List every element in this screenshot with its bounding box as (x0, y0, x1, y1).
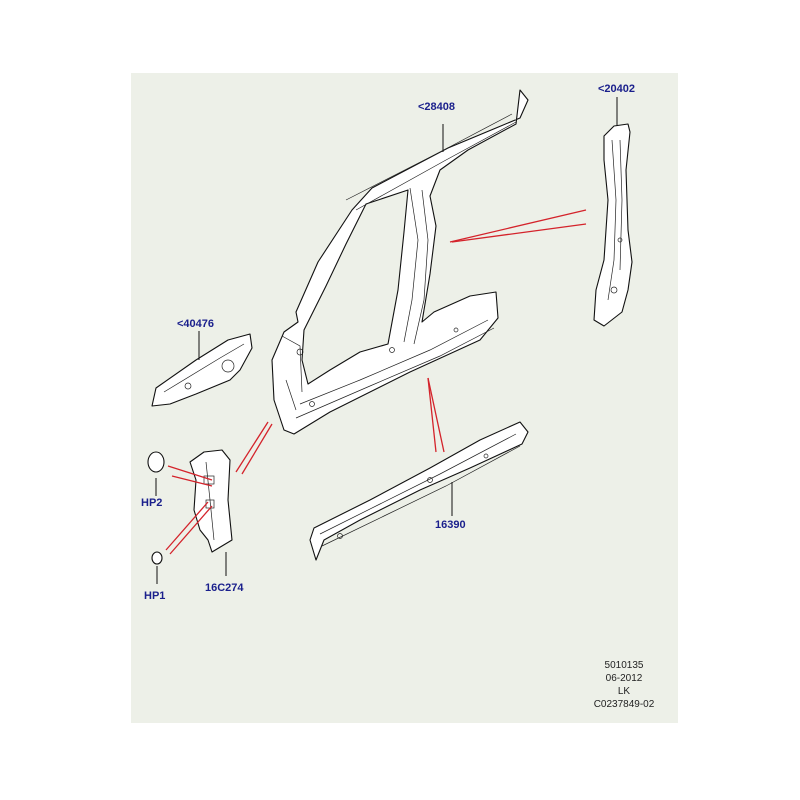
indicator-lines (165, 209, 587, 555)
bracket-40476-detail (163, 343, 245, 393)
callout-20402: <20402 (598, 83, 636, 95)
body-side-detail (281, 113, 517, 419)
hole-plug-hp2 (147, 451, 165, 473)
callout-hp2: HP2 (141, 497, 163, 509)
sill-detail (319, 433, 521, 547)
body-side-panel (271, 89, 529, 435)
bracket-40476 (151, 333, 253, 407)
drawing-stamp: 5010135 06-2012 LK C0237849-02 (584, 659, 664, 711)
b-pillar-inner (593, 123, 633, 327)
callout-16C274: 16C274 (205, 582, 244, 594)
stamp-line-4: C0237849-02 (593, 699, 655, 710)
hole-plug-hp1 (151, 551, 163, 565)
callout-hp1: HP1 (144, 590, 166, 602)
stamp-line-3: LK (617, 686, 631, 697)
b-pillar-detail (607, 139, 623, 301)
a-pillar-reinforcement-16C274 (189, 449, 233, 553)
leader-lines (155, 97, 618, 584)
callout-16390: 16390 (435, 519, 466, 531)
callout-28408: <28408 (418, 101, 456, 113)
callout-40476: <40476 (177, 318, 215, 330)
sill-panel-16390 (309, 421, 529, 561)
stamp-line-2: 06-2012 (605, 673, 643, 684)
stamp-line-1: 5010135 (604, 660, 644, 671)
